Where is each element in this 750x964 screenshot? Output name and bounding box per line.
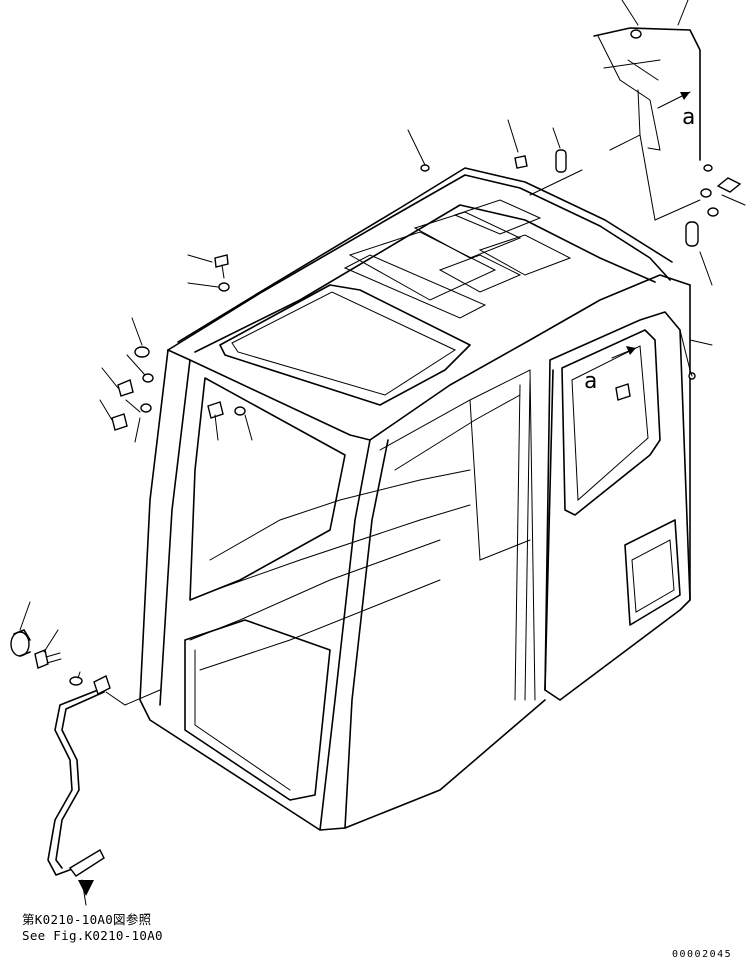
reference-marks: a a [78, 91, 695, 896]
grab-handle [47, 675, 161, 877]
left-fasteners [10, 149, 567, 686]
right-fasteners [593, 27, 742, 401]
ref-mark-a-door: a [584, 369, 597, 394]
leader-lines [19, 0, 746, 906]
drawing-number: 00002045 [672, 949, 733, 960]
reference-note-japanese: 第K0210-10A0図参照 [22, 912, 152, 927]
reference-note-english: See Fig.K0210-10A0 [22, 928, 163, 943]
ref-mark-a-top: a [682, 105, 695, 130]
cab-frame [139, 167, 691, 831]
